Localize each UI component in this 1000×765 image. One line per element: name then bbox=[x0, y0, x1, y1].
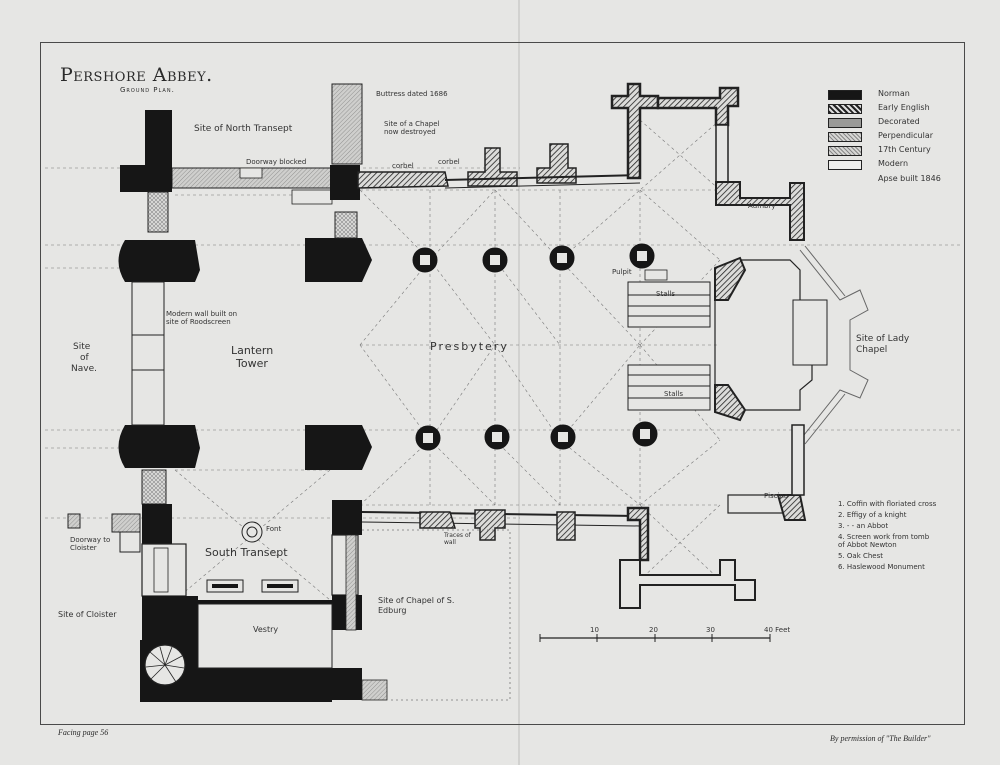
label-aumbry: Aumbry bbox=[748, 202, 776, 210]
label-nave: Nave. bbox=[71, 364, 97, 374]
label-tower: Tower bbox=[236, 357, 268, 370]
legend-swatch bbox=[828, 104, 862, 114]
label-north-transept: Site of North Transept bbox=[194, 124, 293, 134]
label-site: Site bbox=[73, 342, 91, 352]
scale-tick-40: 40 Feet bbox=[764, 626, 791, 634]
label-lady-chapel: Site of Lady Chapel bbox=[856, 334, 910, 355]
label-chapel-destroyed: Site of a Chapel now destroyed bbox=[384, 120, 440, 136]
footer-facing-page: Facing page 56 bbox=[58, 728, 109, 737]
key-item: 1. Coffin with floriated cross bbox=[838, 500, 937, 508]
scale-tick-20: 20 bbox=[649, 626, 658, 634]
legend-swatch bbox=[828, 146, 862, 156]
label-doorway-cloister: Doorway to Cloister bbox=[70, 536, 111, 552]
label-traces: Traces of wall bbox=[444, 532, 471, 546]
label-pulpit: Pulpit bbox=[612, 268, 632, 276]
key-item: 2. Effigy of a knight bbox=[838, 511, 907, 519]
legend-swatch bbox=[828, 160, 862, 170]
key-item: 4. Screen work from tomb of Abbot Newton bbox=[838, 533, 930, 549]
key-item: 5. Oak Chest bbox=[838, 552, 884, 560]
label-corbel-2: corbel bbox=[438, 158, 460, 166]
legend-note: Apse built 1846 bbox=[878, 174, 941, 183]
label-of: of bbox=[80, 353, 89, 363]
label-stalls-lower: Stalls bbox=[664, 390, 684, 398]
label-font: Font bbox=[266, 525, 282, 533]
key-item: 6. Haslewood Monument bbox=[838, 563, 925, 571]
label-chapel-edburg: Site of Chapel of S. Edburg bbox=[378, 596, 455, 615]
label-modern-wall: Modern wall built on site of Roodscreen bbox=[166, 310, 238, 326]
scale-tick-10: 10 bbox=[590, 626, 599, 634]
plan-border bbox=[40, 42, 965, 725]
plan-title: Pershore Abbey. bbox=[60, 64, 213, 86]
label-buttress: Buttress dated 1686 bbox=[376, 90, 448, 98]
label-site-cloister: Site of Cloister bbox=[58, 610, 117, 619]
legend-swatch bbox=[828, 90, 862, 100]
key-item: 3. - - an Abbot bbox=[838, 522, 889, 530]
label-lantern: Lantern bbox=[231, 344, 274, 357]
label-corbel-1: corbel bbox=[392, 162, 414, 170]
legend-swatch bbox=[828, 132, 862, 142]
page-fold bbox=[518, 0, 520, 765]
legend-swatch bbox=[828, 118, 862, 128]
label-doorway-blocked: Doorway blocked bbox=[246, 158, 307, 166]
label-vestry: Vestry bbox=[253, 625, 279, 634]
scale-tick-30: 30 bbox=[706, 626, 715, 634]
footer-permission: By permission of "The Builder" bbox=[830, 734, 931, 743]
plan-subtitle: Ground Plan. bbox=[120, 86, 175, 94]
label-presbytery: Presbytery bbox=[430, 340, 509, 353]
label-south-transept: South Transept bbox=[205, 546, 288, 559]
label-stalls-upper: Stalls bbox=[656, 290, 676, 298]
label-piscina: Piscina bbox=[764, 492, 789, 500]
